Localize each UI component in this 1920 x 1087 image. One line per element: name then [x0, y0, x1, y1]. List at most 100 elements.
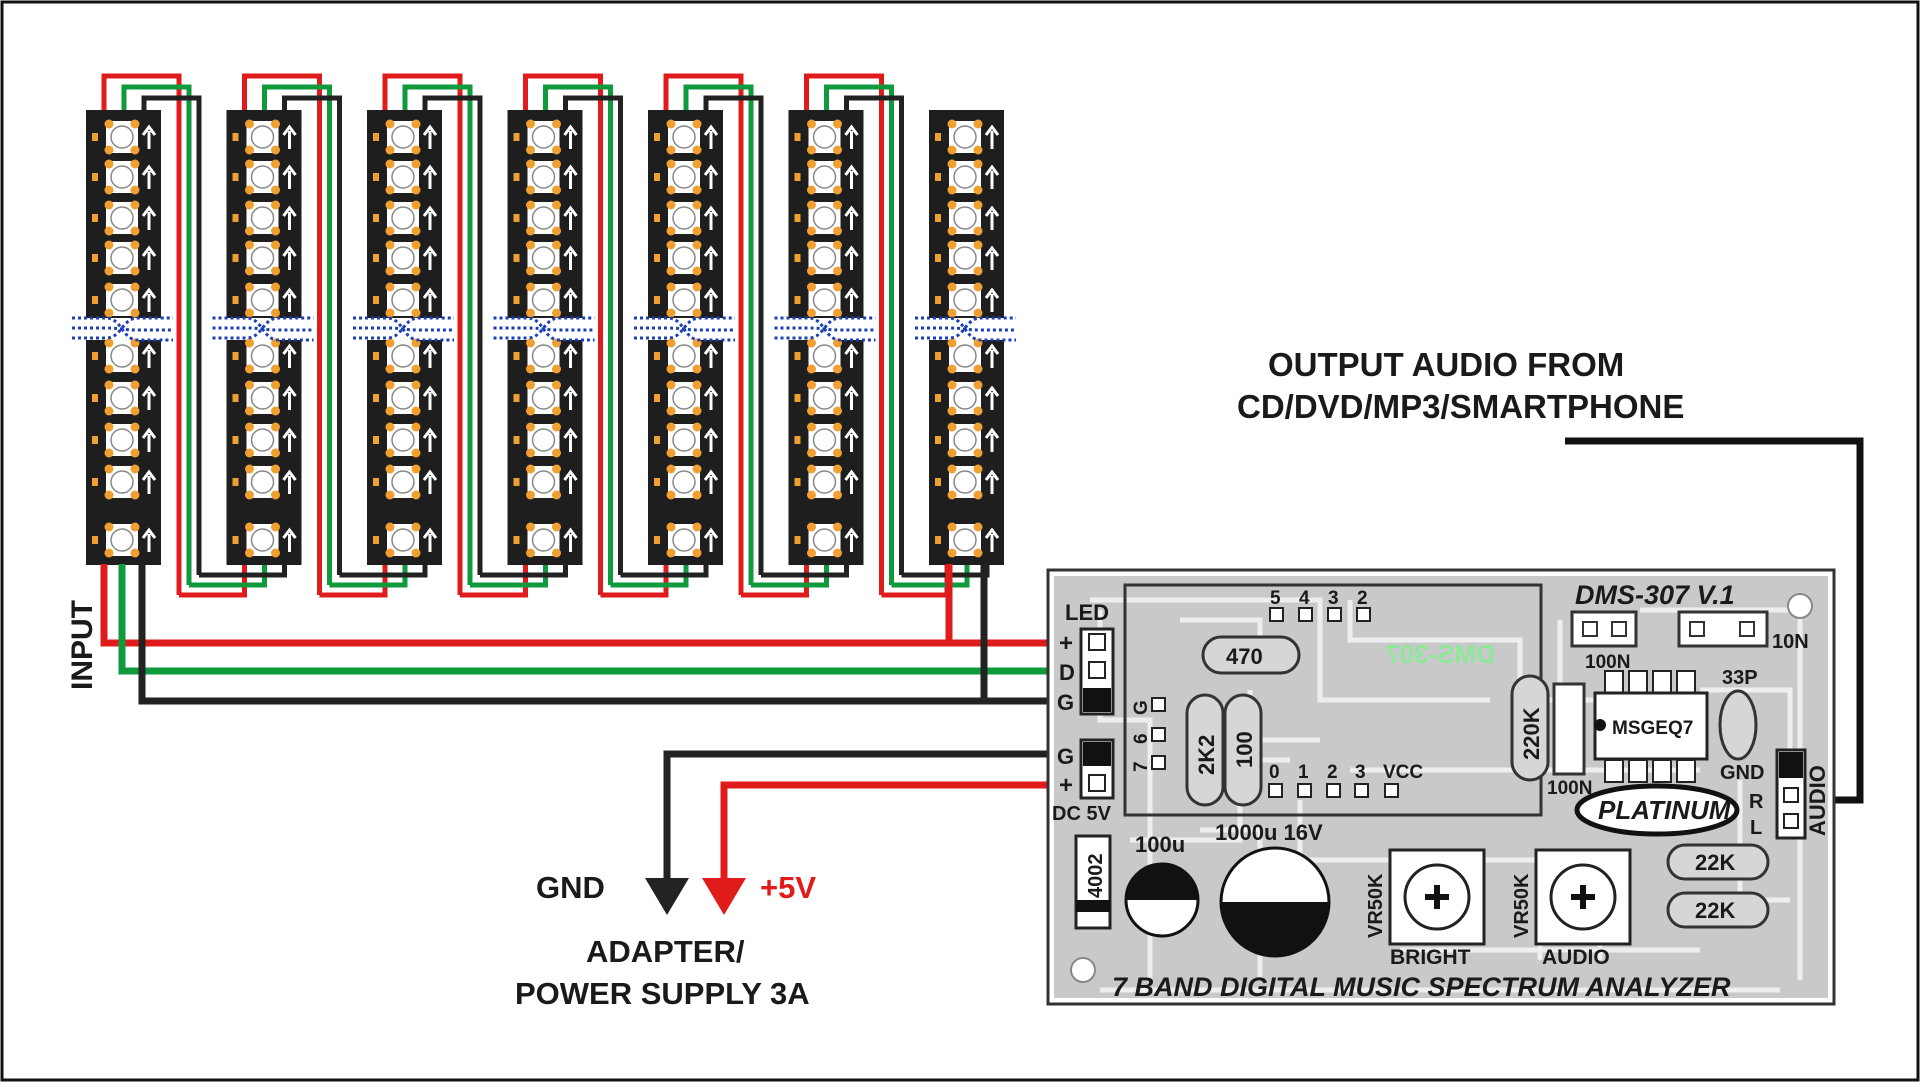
capacitor-100n-top-label: 100N [1585, 652, 1630, 673]
led-resistor [935, 394, 941, 402]
led-lens [391, 428, 415, 452]
up-arrow-icon [703, 124, 719, 149]
bus-black-wire [138, 564, 1050, 705]
led-pad [807, 522, 816, 532]
led-pad [130, 364, 140, 374]
led-pad [385, 380, 395, 390]
strip-wire [382, 73, 463, 595]
led-pad [833, 266, 842, 276]
bus-green-wire [118, 564, 1050, 675]
led-pad [385, 338, 395, 348]
led-lens [391, 386, 415, 410]
pin-pad [1327, 607, 1342, 622]
led-pad [130, 308, 140, 318]
power-supply-line1: ADAPTER/ [586, 934, 745, 969]
led-lens [953, 246, 977, 270]
strip-wire [620, 565, 709, 578]
resistor-22k-a-label: 22K [1695, 850, 1735, 875]
led-pad [385, 308, 395, 318]
led-pad [807, 548, 816, 558]
led-pad [666, 380, 676, 390]
led-pad [807, 240, 816, 250]
led-lens [391, 206, 415, 230]
strip-wire [402, 84, 473, 585]
up-arrow-icon [563, 245, 578, 270]
up-arrow-icon [984, 245, 1000, 270]
led-pad [104, 266, 114, 276]
led-pad [666, 522, 676, 532]
led-lens [953, 528, 977, 552]
led-resistor [232, 478, 239, 486]
led-pad [833, 119, 842, 129]
led-pad [411, 406, 421, 416]
pin-pad [1151, 697, 1166, 712]
strip-wiring [101, 73, 990, 598]
led-resistor [513, 254, 520, 262]
led-pad [526, 548, 535, 558]
led-pad [947, 364, 957, 374]
strip-wire [663, 73, 744, 595]
pin-pad [1268, 783, 1283, 798]
led-pad [666, 338, 676, 348]
led-pad [411, 364, 421, 374]
led-pad [104, 308, 114, 318]
cut-mark [493, 316, 595, 340]
led-pad [973, 548, 983, 558]
led-resistor [513, 173, 520, 181]
led-resistor [654, 478, 660, 486]
led-pad [552, 200, 561, 210]
capacitor-100u-label: 100u [1135, 832, 1185, 857]
led-pad [104, 200, 114, 210]
led-pad [552, 308, 561, 318]
led-pad [385, 159, 395, 169]
up-arrow-icon [141, 205, 157, 230]
led-pad [807, 159, 816, 169]
led-pad [245, 364, 254, 374]
pin-label: 0 [1269, 762, 1280, 783]
led-pad [104, 338, 114, 348]
led-pad [807, 364, 816, 374]
power-gnd-label: GND [536, 870, 605, 905]
strip-wire [844, 95, 904, 575]
led-lens [110, 344, 134, 368]
pcb-board: DMS-307 DMS-307 V.1 LED + D G G + DC 5V … [1046, 568, 1836, 1006]
led-lens [250, 528, 275, 552]
led-pad [807, 119, 816, 129]
led-resistor [373, 394, 379, 402]
led-lens [250, 125, 275, 149]
ic-pad [1676, 759, 1696, 783]
led-lens [812, 246, 837, 270]
led-lens [953, 344, 977, 368]
led-resistor [92, 478, 98, 486]
strip-wire [339, 565, 428, 578]
up-arrow-icon [141, 245, 157, 270]
led-lens [391, 288, 415, 312]
led-lens [953, 206, 977, 230]
led-pad [552, 522, 561, 532]
led-pad [692, 119, 702, 129]
led-resistor [654, 214, 660, 222]
resistor-2k2-label: 2K2 [1194, 735, 1219, 775]
dc-pin-plus [1088, 774, 1106, 792]
led-pad [271, 200, 280, 210]
up-arrow-icon [282, 343, 297, 368]
led-header-label: LED [1065, 600, 1109, 625]
led-pad [666, 266, 676, 276]
led-resistor [794, 394, 801, 402]
led-pad [833, 490, 842, 500]
pin-pad [1298, 607, 1313, 622]
led-resistor [513, 478, 520, 486]
strip-wire [101, 73, 182, 595]
up-arrow-icon [703, 343, 719, 368]
led-pad [271, 422, 280, 432]
led-pad [973, 145, 983, 155]
led-pad [271, 240, 280, 250]
led-pad [973, 266, 983, 276]
led-pad [104, 119, 114, 129]
strip-wire [761, 565, 849, 578]
led-resistor [935, 536, 941, 544]
led-pad [692, 159, 702, 169]
led-pad [833, 522, 842, 532]
led-pad [807, 406, 816, 416]
